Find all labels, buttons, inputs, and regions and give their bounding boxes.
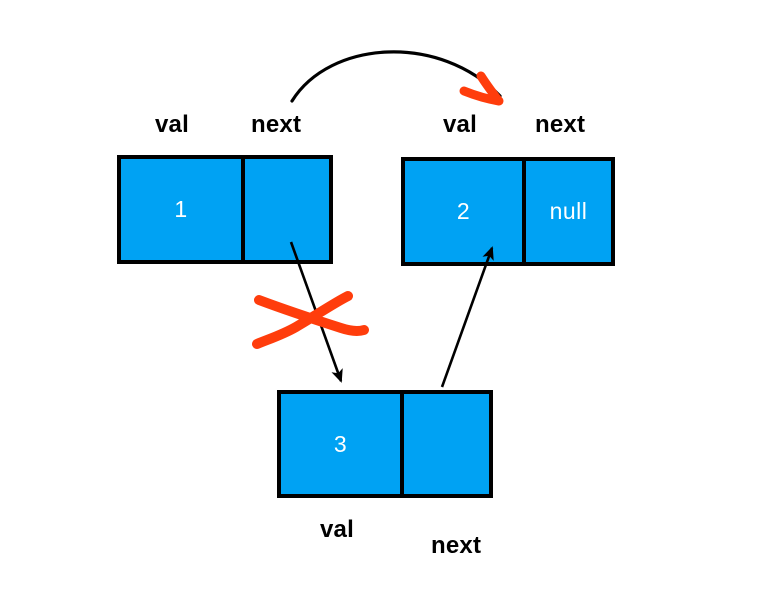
node-1: 1 (117, 155, 333, 264)
new-pointer-arc (290, 50, 502, 103)
node-1-next-cell (241, 155, 333, 264)
node-3-next-cell (400, 390, 493, 498)
node-1-next-label: next (251, 111, 302, 138)
node-2: 2 null (401, 157, 615, 266)
node-3: 3 (277, 390, 493, 498)
node-2-val-cell: 2 (401, 157, 526, 266)
node-3-next-label: next (431, 532, 482, 559)
red-arrowhead-icon (459, 71, 504, 106)
node-2-val-label: val (443, 111, 477, 138)
pointer-arrow-node3-node2 (440, 246, 494, 388)
node-2-next-label: next (535, 111, 586, 138)
node-1-val-cell: 1 (117, 155, 245, 264)
node-3-val-label: val (320, 516, 354, 543)
red-cross-out-icon (252, 291, 369, 349)
node-1-val-label: val (155, 111, 189, 138)
node-3-val-cell: 3 (277, 390, 404, 498)
node-2-next-cell: null (522, 157, 615, 266)
